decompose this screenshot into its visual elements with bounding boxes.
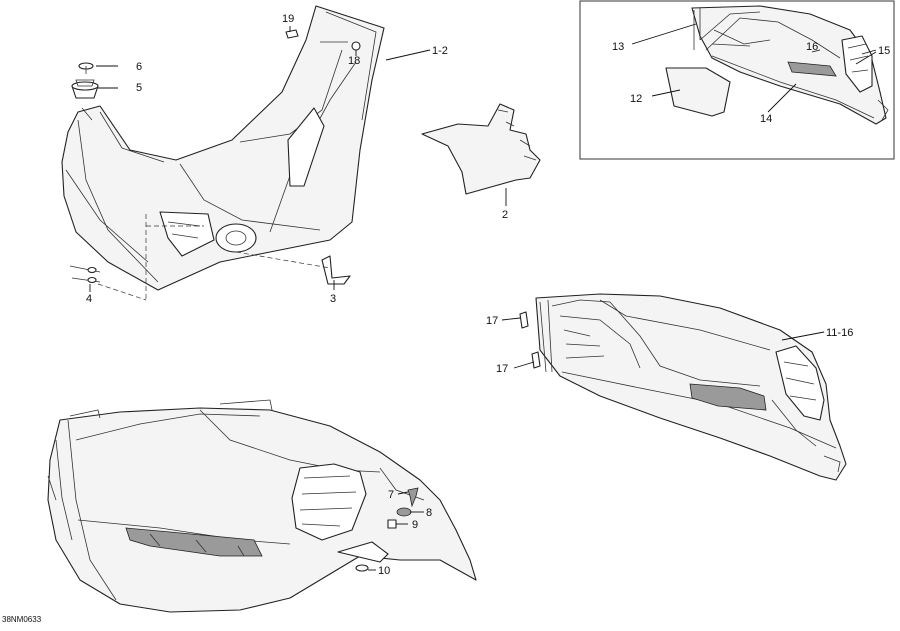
front-hood-panel [61,5,385,291]
grommet-part [71,79,99,99]
nut-part [351,41,361,51]
strip-part-upper [519,311,529,329]
callout-17-lower: 17 [496,363,508,375]
callout-19: 19 [282,13,294,25]
drawing-reference-code: 38NM0633 [2,615,42,624]
alignment-lines [97,214,331,301]
callout-17-upper: 17 [486,315,498,327]
spacer-part [387,519,397,529]
screw-part [407,487,419,508]
callout-14: 14 [760,113,772,125]
screw-set-part [69,265,101,284]
washer-part [396,507,412,517]
callout-5: 5 [136,82,142,94]
callout-7: 7 [388,489,394,501]
callout-13: 13 [612,41,624,53]
callout-16: 16 [806,41,818,53]
callout-10: 10 [378,565,390,577]
leader-lines [89,23,877,571]
inset-side-panel [691,5,889,125]
callout-6: 6 [136,61,142,73]
callout-15: 15 [878,45,890,57]
callout-1-2: 1-2 [432,45,448,57]
callout-8: 8 [426,507,432,519]
inset-decal [665,67,731,117]
callout-3: 3 [330,293,336,305]
nut-retainer-part [355,564,369,572]
callout-9: 9 [412,519,418,531]
detail-inset-frame [579,0,895,160]
assembled-hood [47,399,477,613]
callout-4: 4 [86,293,92,305]
push-rivet-part [78,62,94,74]
callout-12: 12 [630,93,642,105]
bracket-part [321,255,351,285]
clip-part [285,29,299,39]
side-panel-assembly [535,293,847,481]
decal-part [421,103,541,195]
callout-18: 18 [348,55,360,67]
callout-2: 2 [502,209,508,221]
strip-part-lower [531,351,541,369]
callout-11-16: 11-16 [826,327,853,339]
